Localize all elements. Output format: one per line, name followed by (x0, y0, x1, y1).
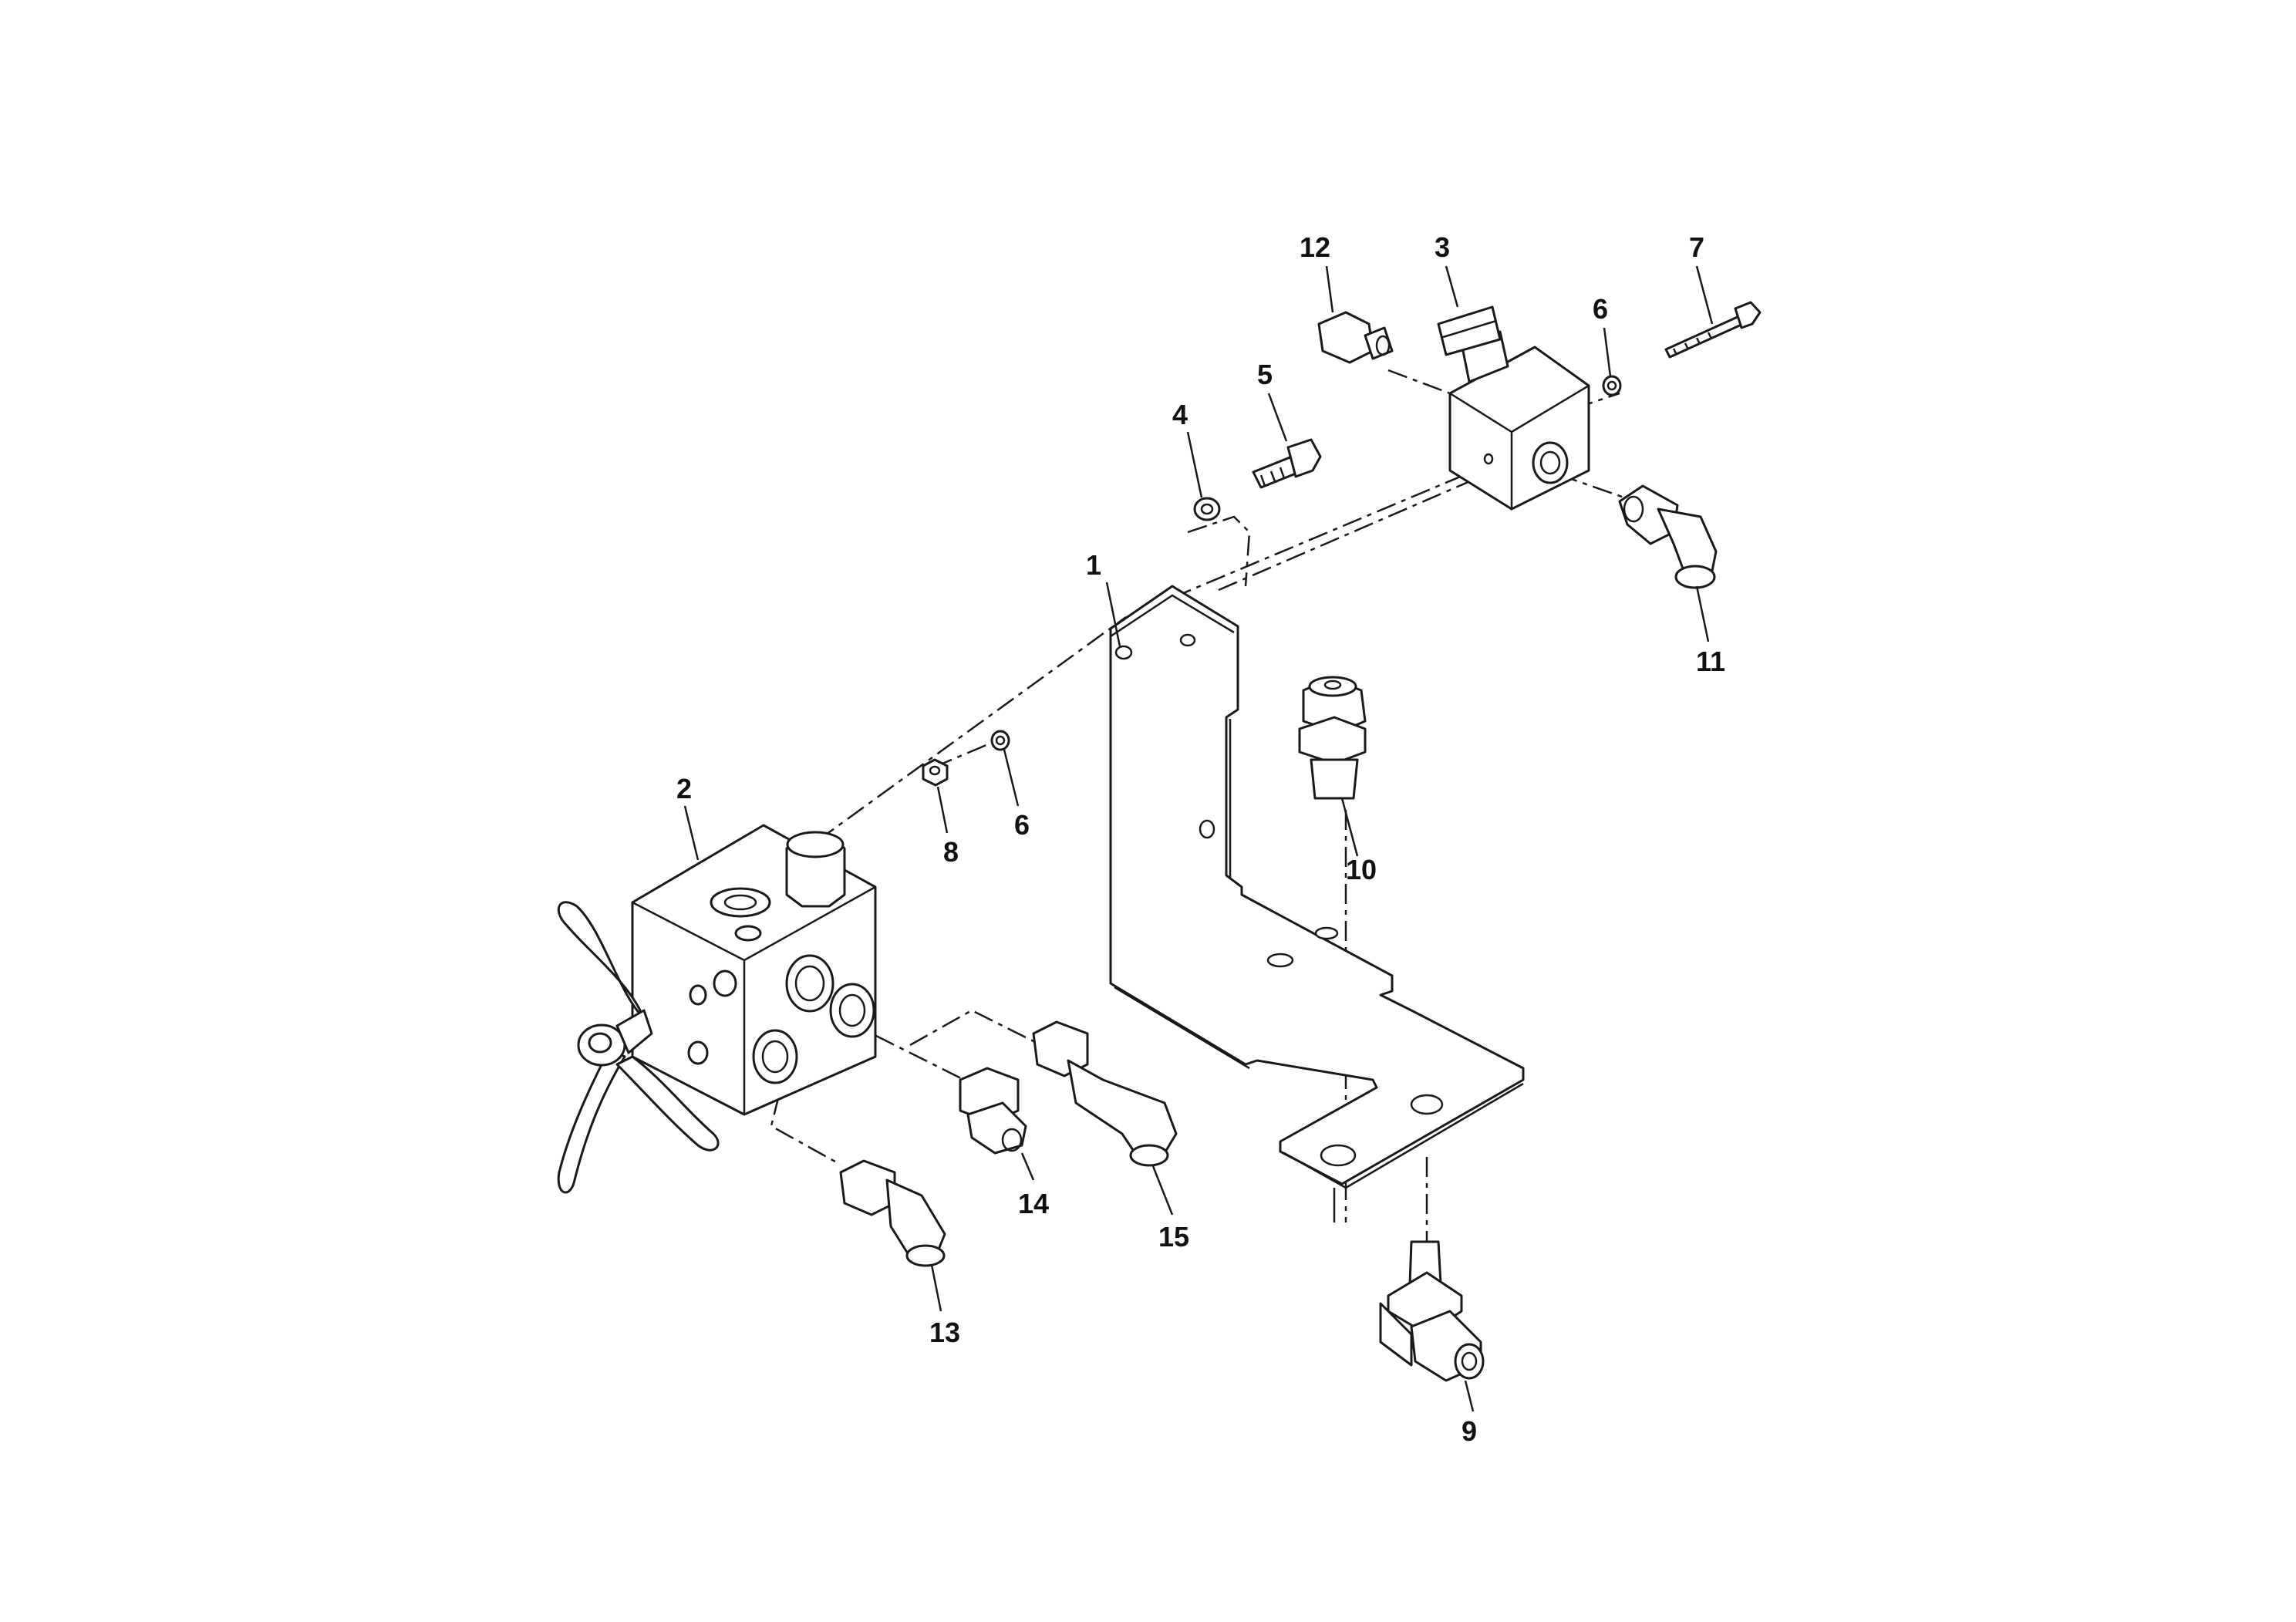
callout-labels: 1 2 3 4 5 6 6 7 8 9 10 11 12 13 14 15 (676, 231, 1725, 1447)
nut-part-8 (922, 758, 949, 787)
switch-block-part-3 (1437, 305, 1590, 511)
leader-lines (683, 265, 1714, 1412)
straight-fitting-part-14 (959, 1067, 1027, 1155)
callout-1: 1 (1086, 549, 1101, 581)
bulkhead-fitting-part-10 (1298, 676, 1367, 800)
callout-7: 7 (1689, 231, 1704, 263)
elbow-fitting-part-11 (1618, 484, 1718, 589)
callout-15: 15 (1158, 1221, 1189, 1253)
callout-11: 11 (1696, 646, 1725, 677)
valve-block-part-2 (557, 824, 877, 1194)
bolt-part-7 (1664, 301, 1762, 359)
callout-6-lower: 6 (1014, 809, 1030, 841)
washer-part-6a (1602, 375, 1622, 396)
assembly-center-lines (770, 369, 1636, 1242)
callout-13: 13 (929, 1317, 960, 1348)
tee-fitting-part-9 (1379, 1240, 1485, 1382)
washer-part-6b (990, 730, 1010, 751)
bracket-part-1 (1109, 585, 1525, 1222)
callout-8: 8 (943, 836, 959, 868)
callout-14: 14 (1018, 1188, 1049, 1219)
callout-4: 4 (1172, 399, 1188, 430)
straight-fitting-part-12 (1317, 311, 1394, 364)
callout-12: 12 (1300, 231, 1330, 263)
callout-3: 3 (1435, 231, 1450, 263)
callout-5: 5 (1257, 359, 1273, 390)
callout-10: 10 (1346, 854, 1377, 885)
callout-9: 9 (1462, 1415, 1477, 1447)
elbow-fitting-part-13 (839, 1159, 946, 1267)
elbow-fitting-part-15 (1032, 1020, 1178, 1167)
callout-2: 2 (676, 773, 692, 804)
screw-part-5 (1252, 438, 1322, 489)
callout-6-upper: 6 (1593, 293, 1608, 325)
washer-part-4 (1193, 497, 1221, 521)
